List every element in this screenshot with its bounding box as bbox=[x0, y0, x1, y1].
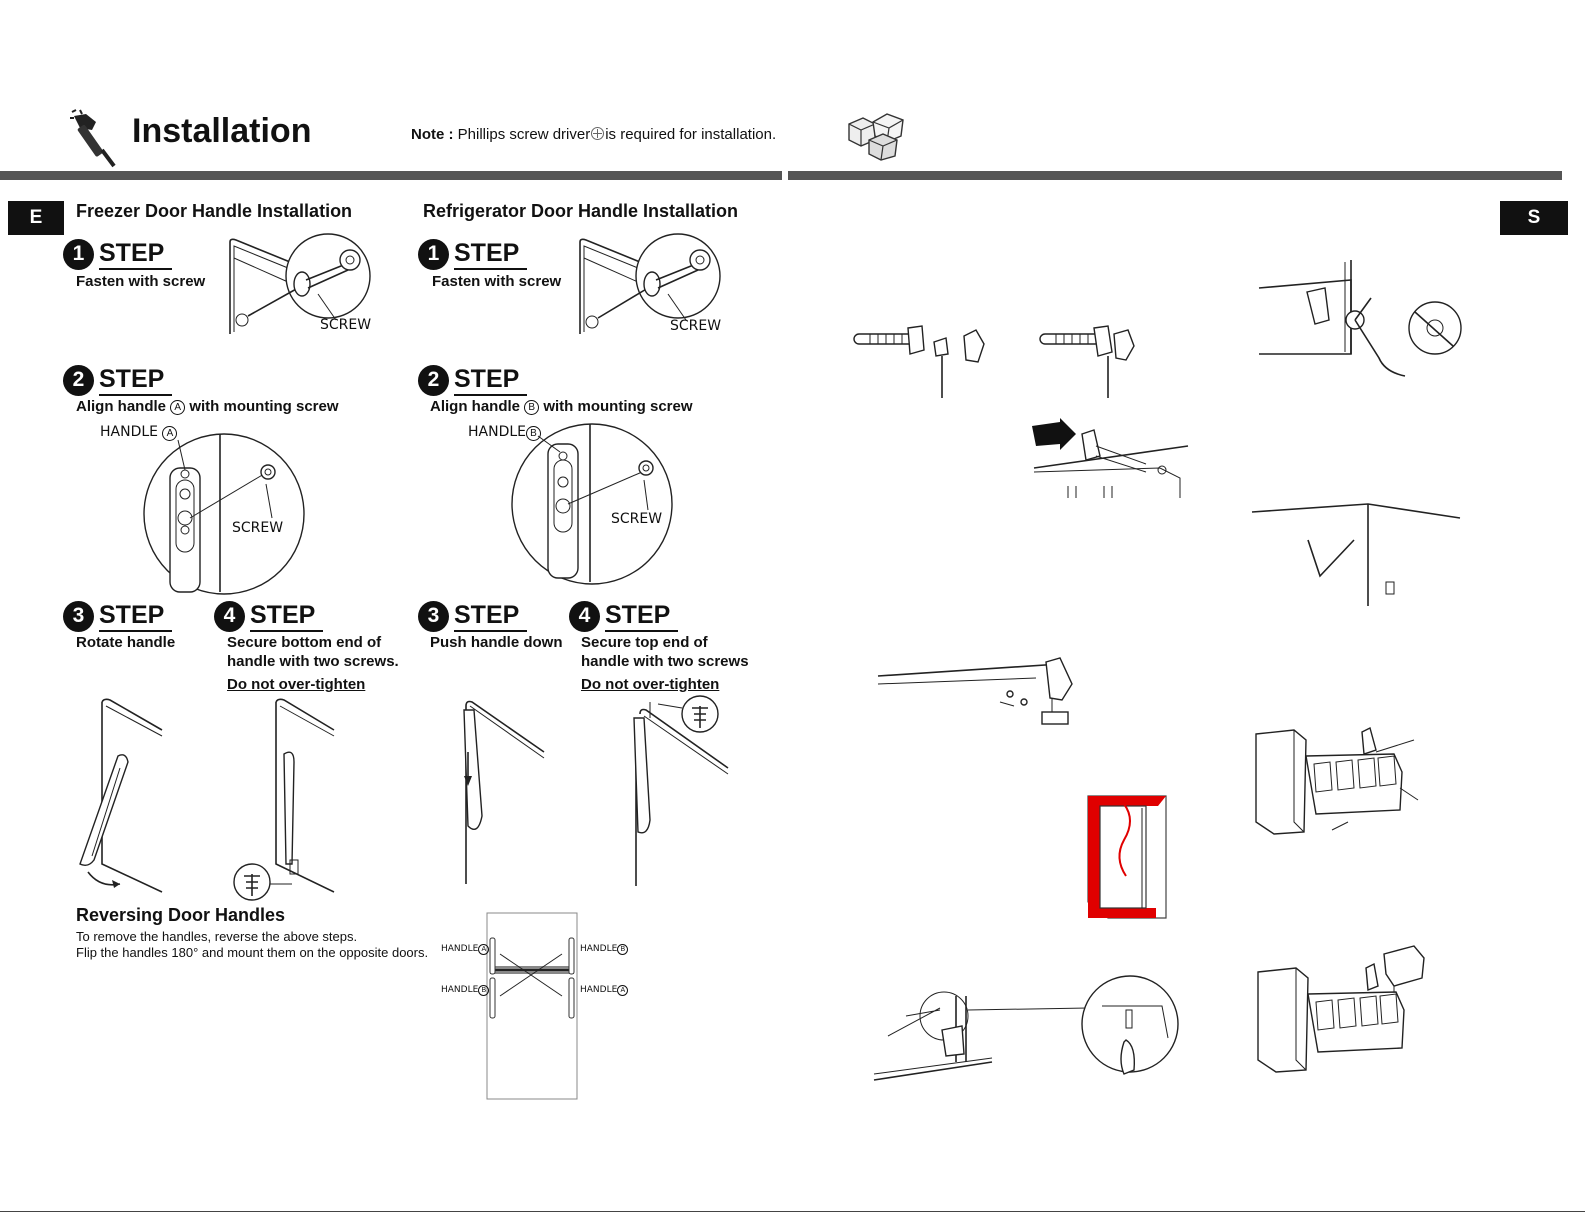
note-body-2: is required for installation. bbox=[605, 126, 777, 143]
refrigerator-step3-text: Push handle down bbox=[430, 634, 563, 651]
handle-a-marker: A bbox=[170, 400, 186, 415]
step-number: 1 bbox=[63, 238, 94, 270]
header-divider-left bbox=[0, 171, 782, 180]
step-text-a: Align handle bbox=[76, 398, 166, 415]
step-word: STEP bbox=[454, 600, 528, 632]
freezer-step2-badge: 2 STEP bbox=[63, 363, 173, 397]
wall-corner-illustration bbox=[1251, 503, 1461, 606]
icemaker-tube-illustration-2 bbox=[1039, 325, 1135, 398]
icemaker-door-hinge-illustration bbox=[873, 975, 1179, 1081]
freezer-step4-text: Secure bottom end of handle with two scr… bbox=[227, 633, 399, 671]
freezer-step1-illustration bbox=[229, 233, 371, 334]
icemaker-unit-illustration bbox=[1255, 726, 1419, 835]
refrigerator-step1-illustration bbox=[579, 233, 721, 334]
screwdriver-icon bbox=[70, 109, 116, 168]
refrigerator-step3-illustration bbox=[463, 700, 545, 884]
phillips-icon bbox=[591, 127, 605, 140]
refrigerator-step1-screw-label: SCREW bbox=[670, 318, 722, 334]
step-text-line2: handle with two screws. bbox=[227, 653, 399, 670]
freezer-heading: Freezer Door Handle Installation bbox=[76, 201, 353, 221]
refrigerator-step2-badge: 2 STEP bbox=[418, 363, 528, 397]
note-text: Note : Phillips screw driver is required … bbox=[411, 126, 776, 143]
icemaker-insert-illustration bbox=[1032, 418, 1189, 498]
refrigerator-step3-badge: 3 STEP bbox=[418, 599, 528, 633]
step-number: 2 bbox=[418, 364, 449, 396]
refrigerator-step4-illustration bbox=[633, 695, 729, 886]
step-number: 4 bbox=[214, 600, 245, 632]
refrigerator-step4-badge: 4 STEP bbox=[569, 599, 679, 633]
freezer-step4-warning: Do not over-tighten bbox=[227, 676, 366, 693]
icemaker-bracket-illustration bbox=[877, 657, 1073, 725]
bottom-rule bbox=[0, 1211, 1585, 1212]
icemaker-assembled-illustration bbox=[1257, 945, 1425, 1073]
refrigerator-step1-badge: 1 STEP bbox=[418, 237, 528, 271]
freezer-step3-text: Rotate handle bbox=[76, 634, 176, 651]
freezer-step3-illustration bbox=[79, 698, 163, 893]
step-word: STEP bbox=[454, 364, 528, 396]
freezer-step1-badge: 1 STEP bbox=[63, 237, 173, 271]
step-text-line1: Secure top end of bbox=[581, 634, 708, 651]
freezer-step4-badge: 4 STEP bbox=[214, 599, 324, 633]
step-text-line2: handle with two screws bbox=[581, 653, 749, 670]
step-word: STEP bbox=[99, 600, 173, 632]
icemaker-wall-screw-illustration bbox=[1258, 260, 1462, 377]
refrigerator-step4-warning: Do not over-tighten bbox=[581, 676, 720, 693]
step-word: STEP bbox=[454, 238, 528, 270]
freezer-step2-handle-label: HANDLE A bbox=[100, 424, 178, 441]
step-number: 2 bbox=[63, 364, 94, 396]
freezer-step2-text: Align handle A with mounting screw bbox=[76, 397, 339, 416]
header-divider-right bbox=[788, 171, 1562, 180]
reversing-line2: Flip the handles 180° and mount them on … bbox=[76, 945, 429, 960]
refrigerator-step2-screw-label: SCREW bbox=[611, 511, 663, 527]
freezer-interior-highlight-illustration bbox=[1087, 795, 1167, 919]
ice-cubes-icon bbox=[848, 113, 904, 161]
reversing-heading: Reversing Door Handles bbox=[76, 905, 286, 925]
note-body: Phillips screw driver bbox=[457, 126, 591, 143]
step-text-a: Align handle bbox=[430, 398, 520, 415]
step-text-b: with mounting screw bbox=[189, 398, 339, 415]
reversing-diagram bbox=[486, 912, 578, 1100]
freezer-step4-illustration bbox=[233, 698, 335, 901]
step-word: STEP bbox=[99, 238, 173, 270]
step-text-b: with mounting screw bbox=[543, 398, 693, 415]
refrigerator-step2-text: Align handle B with mounting screw bbox=[430, 397, 693, 416]
language-tab-left: E bbox=[8, 201, 64, 235]
step-number: 4 bbox=[569, 600, 600, 632]
step-word: STEP bbox=[99, 364, 173, 396]
step-number: 1 bbox=[418, 238, 449, 270]
freezer-step1-text: Fasten with screw bbox=[76, 273, 206, 290]
refrigerator-step2-illustration bbox=[511, 423, 673, 585]
step-number: 3 bbox=[418, 600, 449, 632]
handle-b-marker: B bbox=[524, 400, 540, 415]
freezer-step1-screw-label: SCREW bbox=[320, 317, 372, 333]
language-tab-right: S bbox=[1500, 201, 1568, 235]
step-number: 3 bbox=[63, 600, 94, 632]
refrigerator-step1-text: Fasten with screw bbox=[432, 273, 562, 290]
step-text-line1: Secure bottom end of bbox=[227, 634, 382, 651]
freezer-step3-badge: 3 STEP bbox=[63, 599, 173, 633]
step-word: STEP bbox=[250, 600, 324, 632]
note-label: Note : bbox=[411, 126, 454, 143]
page-title: Installation bbox=[132, 112, 312, 150]
refrigerator-step4-text: Secure top end of handle with two screws bbox=[581, 633, 749, 671]
icemaker-tube-illustration-1 bbox=[853, 325, 985, 398]
freezer-step2-screw-label: SCREW bbox=[232, 520, 284, 536]
reversing-line1: To remove the handles, reverse the above… bbox=[76, 929, 358, 944]
refrigerator-heading: Refrigerator Door Handle Installation bbox=[423, 201, 739, 221]
freezer-step2-illustration bbox=[143, 433, 305, 595]
step-word: STEP bbox=[605, 600, 679, 632]
